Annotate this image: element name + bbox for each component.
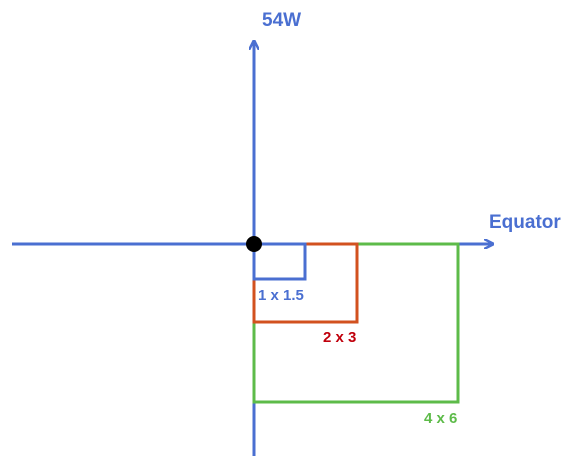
rectangle-4x6-label: 4 x 6 bbox=[424, 410, 457, 427]
vertical-axis-label: 54W bbox=[262, 10, 301, 31]
origin-point bbox=[246, 236, 262, 252]
horizontal-axis-label: Equator bbox=[489, 212, 561, 233]
rectangle-1x1-5-label: 1 x 1.5 bbox=[258, 287, 304, 304]
rectangle-2x3-label: 2 x 3 bbox=[323, 329, 356, 346]
rectangle-1x1-5 bbox=[252, 242, 307, 281]
